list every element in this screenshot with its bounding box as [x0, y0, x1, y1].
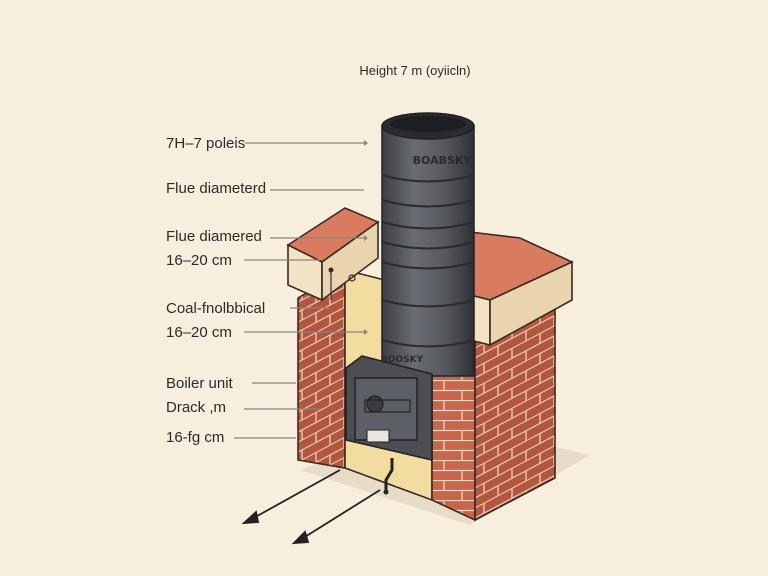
label-boiler-unit: Boiler unit: [166, 375, 234, 392]
label-coal: Coal-fnolbbical: [166, 300, 265, 317]
pipe-upper-text: BOABSKY: [413, 154, 473, 167]
direction-arrow-icon: [241, 469, 381, 545]
label-poles: 7H–7 poleis: [166, 135, 245, 152]
cap-side-right: [489, 260, 573, 347]
diagram-title: Height 7 m (oyiicln): [359, 63, 470, 78]
label-group: 7H–7 poleis Flue diameterd Flue diamered…: [166, 135, 368, 446]
label-drack: Drack ,m: [166, 399, 226, 416]
label-flue-diameter-2: Flue diamered: [166, 228, 262, 245]
label-size-3: 16-fg cm: [166, 429, 224, 446]
label-size-1: 16–20 cm: [166, 252, 232, 269]
pipe-lower-text: BOOSKY: [381, 355, 424, 365]
label-size-2: 16–20 cm: [166, 324, 232, 341]
boiler-unit-icon: [345, 355, 433, 495]
chimney-pipe-icon: BOABSKY BOOSKY: [381, 112, 475, 377]
cap-side-left: [321, 220, 379, 302]
label-flue-diameter: Flue diameterd: [166, 180, 266, 197]
